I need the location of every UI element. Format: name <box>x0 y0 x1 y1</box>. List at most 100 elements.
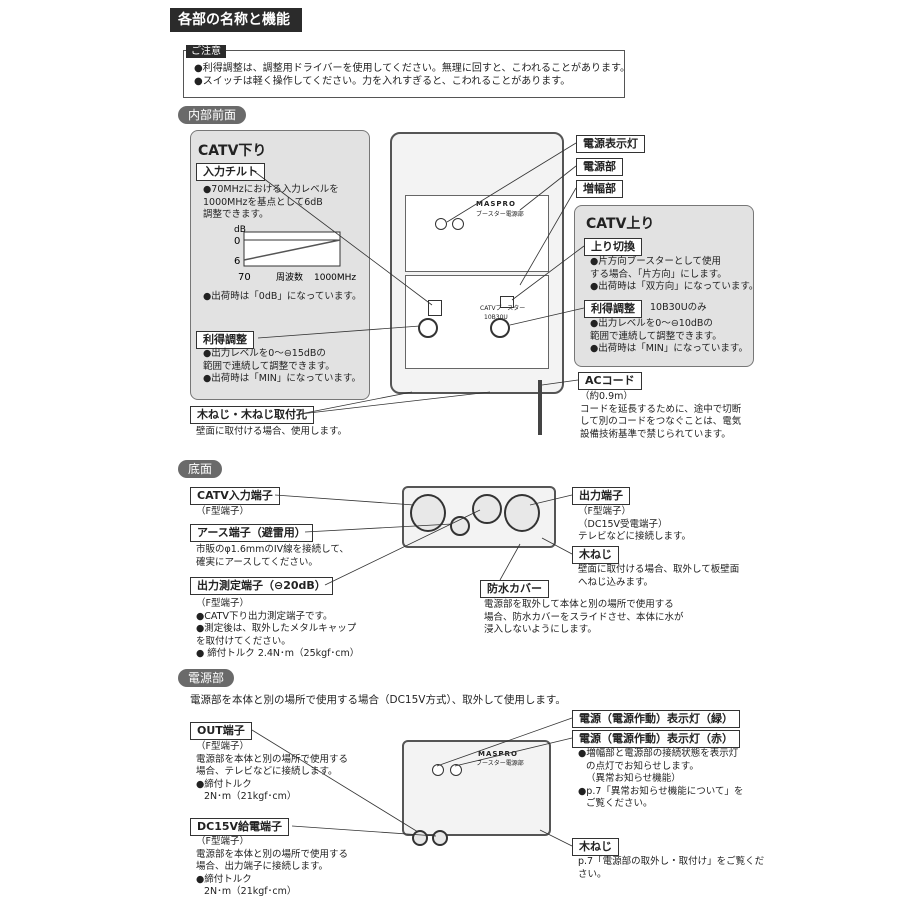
desc-line: ●出荷時は「MIN」になっています。 <box>590 343 748 354</box>
caution-text: ●利得調整は、調整用ドライバーを使用してください。無理に回すと、こわれることがあ… <box>194 62 630 88</box>
desc-line: 場合、テレビなどに接続します。 <box>196 766 338 777</box>
desc-line: 調整できます。 <box>203 209 269 220</box>
gain-down-knob[interactable] <box>418 318 438 338</box>
gain-up-label: 利得調整 <box>584 300 642 318</box>
ac-cord-label: ACコード <box>578 372 642 390</box>
bottom-screw-desc: 壁面に取付ける場合、取外して板壁面 へねじ込みます。 <box>578 564 739 589</box>
desc-line: ● 締付トルク 2.4N･m（25kgf･cm） <box>196 648 360 659</box>
caution-line: ●利得調整は、調整用ドライバーを使用してください。無理に回すと、こわれることがあ… <box>194 63 631 74</box>
section-front: 内部前面 <box>178 106 247 124</box>
meas-desc: （F型端子） ●CATV下り出力測定端子です。 ●測定後は、取外したメタルキャッ… <box>196 598 359 661</box>
power-screw-label: 木ねじ <box>572 838 619 856</box>
gain-up-knob[interactable] <box>490 318 510 338</box>
desc-line: （F型端子） <box>578 506 631 517</box>
amp-unit-label: 増幅部 <box>576 180 623 198</box>
cover-desc: 電源部を取外して本体と別の場所で使用する 場合、防水カバーをスライドさせ、本体に… <box>484 599 684 637</box>
earth-port[interactable] <box>450 516 470 536</box>
gain-up-model: 10B30Uのみ <box>650 302 707 313</box>
desc-line: の点灯でお知らせします。 <box>586 760 699 772</box>
device-model: 10B30U <box>484 314 508 322</box>
desc-line: へねじ込みます。 <box>578 576 654 588</box>
desc-line: ●測定後は、取外したメタルキャップ <box>196 623 357 634</box>
graph-x-mid: 周波数 <box>276 271 303 283</box>
tilt-graph: dB 0 6 70 周波数 1000MHz <box>234 225 356 283</box>
desc-line: 1000MHzを基点として6dB <box>203 196 323 208</box>
desc-line: ●出力レベルを0～⊖10dBの <box>590 318 713 329</box>
desc-line: ●片方向ブースターとして使用 <box>590 256 722 267</box>
tilt-switch[interactable] <box>428 300 442 316</box>
device-power <box>402 740 551 836</box>
caution-line: ●スイッチは軽く操作してください。力を入れすぎると、こわれることがあります。 <box>194 76 571 87</box>
input-tilt-note: ●出荷時は「0dB」になっています。 <box>203 291 362 302</box>
graph-x-start: 70 <box>238 272 251 283</box>
desc-line: 設備技術基準で禁じられています。 <box>580 428 731 440</box>
meas-port[interactable] <box>472 494 502 524</box>
desc-line: 電源部を取外して本体と別の場所で使用する <box>484 599 674 610</box>
desc-line: ●出力レベルを0～⊖15dBの <box>203 348 326 359</box>
desc-line: を取付けてください。 <box>196 635 291 647</box>
led-red-desc: ●増幅部と電源部の接続状態を表示灯 の点灯でお知らせします。 （異常お知らせ機能… <box>578 748 743 811</box>
device-brand: MASPRO <box>476 200 516 208</box>
desc-line: （DC15V受電端子） <box>578 518 668 530</box>
desc-line: ●出荷時は「MIN」になっています。 <box>203 373 361 384</box>
input-tilt-desc: ●70MHzにおける入力レベルを 1000MHzを基点として6dB 調整できます… <box>203 184 339 222</box>
meas-label: 出力測定端子（⊖20dB） <box>190 577 333 595</box>
desc-line: （F型端子） <box>196 741 249 752</box>
desc-line: さい。 <box>578 868 607 880</box>
desc-line: ●70MHzにおける入力レベルを <box>203 184 339 195</box>
led-red-label: 電源（電源作動）表示灯（赤） <box>572 730 740 748</box>
earth-desc: 市販のφ1.6mmのIV線を接続して、 確実にアースしてください。 <box>196 544 349 569</box>
dc15v-desc: （F型端子） 電源部を本体と別の場所で使用する 場合、出力端子に接続します。 ●… <box>196 836 348 899</box>
led-icon <box>435 218 447 230</box>
desc-line: ご覧ください。 <box>586 798 653 809</box>
gain-up-desc: ●出力レベルを0～⊖10dBの 範囲で連続して調整できます。 ●出荷時は「MIN… <box>590 318 748 356</box>
desc-line: ●CATV下り出力測定端子です。 <box>196 610 333 622</box>
catv-up-panel <box>574 205 754 367</box>
device-unit-name: ブースター電源部 <box>476 211 524 218</box>
desc-line: （異常お知らせ機能） <box>586 773 681 784</box>
catv-down-title: CATV下り <box>198 143 267 159</box>
up-switch-desc: ●片方向ブースターとして使用 する場合、「片方向」にします。 ●出荷時は「双方向… <box>590 256 758 294</box>
catv-up-title: CATV上り <box>586 216 655 232</box>
power-device-name: ブースター電源部 <box>476 760 524 767</box>
up-switch-label: 上り切換 <box>584 238 642 256</box>
desc-line: 2N･m（21kgf･cm） <box>204 886 297 897</box>
desc-line: ●締付トルク <box>196 778 252 790</box>
desc-line: 電源部を本体と別の場所で使用する <box>196 753 349 765</box>
desc-line: コードを延長するために、途中で切断 <box>580 403 742 415</box>
power-led-label: 電源表示灯 <box>576 135 645 153</box>
power-screw-desc: p.7「電源部の取外し・取付け」をご覧くだ さい。 <box>578 856 764 881</box>
section-bottom: 底面 <box>178 460 223 478</box>
desc-line: （F型端子） <box>196 598 249 609</box>
bottom-screw-label: 木ねじ <box>572 546 619 564</box>
catv-in-label: CATV入力端子 <box>190 487 280 505</box>
out-port[interactable] <box>504 494 540 532</box>
input-tilt-label: 入力チルト <box>196 163 265 181</box>
out-label: 出力端子 <box>572 487 630 505</box>
screw-label: 木ねじ・木ねじ取付孔 <box>190 406 314 424</box>
led-green-icon <box>432 764 444 776</box>
dc15v-terminal[interactable] <box>432 830 448 846</box>
desc-line: 市販のφ1.6mmのIV線を接続して、 <box>196 544 349 555</box>
desc-line: ●出荷時は「双方向」になっています。 <box>590 281 759 292</box>
desc-line: する場合、「片方向」にします。 <box>590 268 727 280</box>
desc-line: 壁面に取付ける場合、取外して板壁面 <box>578 564 740 575</box>
graph-db-label: dB <box>234 225 246 235</box>
desc-line: 場合、防水カバーをスライドさせ、本体に水が <box>484 611 684 623</box>
out-terminal[interactable] <box>412 830 428 846</box>
desc-line: ●p.7「異常お知らせ機能について」を <box>578 785 744 797</box>
catv-in-port[interactable] <box>410 494 446 532</box>
earth-label: アース端子（避雷用） <box>190 524 313 542</box>
up-switch[interactable] <box>500 296 514 308</box>
out-desc: （F型端子） （DC15V受電端子） テレビなどに接続します。 <box>578 506 691 544</box>
desc-line: （約0.9m） <box>580 391 633 402</box>
power-intro: 電源部を本体と別の場所で使用する場合（DC15V方式）、取外して使用します。 <box>190 694 566 706</box>
screw-desc: 壁面に取付ける場合、使用します。 <box>196 426 348 437</box>
desc-line: 場合、出力端子に接続します。 <box>196 861 329 872</box>
gain-down-desc: ●出力レベルを0～⊖15dBの 範囲で連続して調整できます。 ●出荷時は「MIN… <box>203 348 361 386</box>
ac-cord-desc: （約0.9m） コードを延長するために、途中で切断 して別のコードをつなぐことは… <box>580 391 741 441</box>
desc-line: ●増幅部と電源部の接続状態を表示灯 <box>578 748 739 759</box>
desc-line: して別のコードをつなぐことは、電気 <box>580 416 742 427</box>
desc-line: 確実にアースしてください。 <box>196 556 318 568</box>
ac-cord <box>538 380 542 435</box>
